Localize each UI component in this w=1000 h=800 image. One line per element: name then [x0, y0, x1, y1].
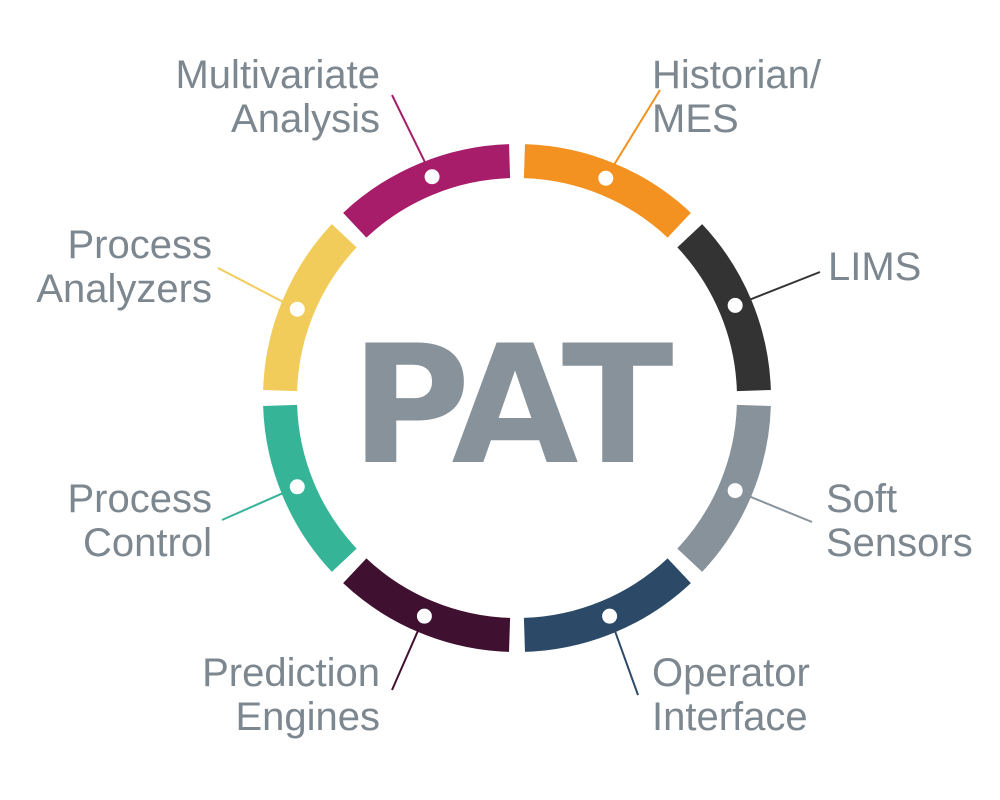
label-line: Operator	[652, 651, 810, 695]
connector-dot-process-analyzers	[286, 298, 308, 320]
ring-segment-lims	[677, 224, 771, 392]
connector-multivariate-analysis	[391, 94, 433, 178]
connector-process-control	[221, 485, 298, 521]
connector-prediction-engines	[391, 615, 426, 691]
label-line: MES	[652, 97, 739, 141]
connector-dot-prediction-engines	[413, 605, 435, 627]
label-line: Multivariate	[175, 53, 380, 97]
label-line: Prediction	[202, 651, 380, 695]
connector-dot-soft-sensors	[724, 480, 746, 502]
ring-segment-prediction-engines	[343, 558, 511, 652]
label-line: Process	[68, 477, 213, 521]
label-historian-mes: Historian/MES	[652, 53, 822, 141]
label-line: LIMS	[828, 245, 921, 289]
label-line: Interface	[652, 695, 808, 739]
connector-operator-interface	[608, 615, 639, 696]
connector-dot-multivariate-analysis	[421, 166, 443, 188]
label-line: Control	[83, 521, 212, 565]
label-line: Sensors	[826, 521, 973, 565]
connectors	[217, 89, 821, 696]
label-line: Soft	[826, 477, 897, 521]
label-line: Historian/	[652, 53, 822, 97]
connector-lims	[734, 271, 821, 307]
connector-dot-operator-interface	[599, 605, 621, 627]
center-label: PAT	[350, 310, 672, 501]
label-line: Engines	[235, 695, 380, 739]
label-line: Process	[68, 223, 213, 267]
connector-dot-lims	[724, 294, 746, 316]
connector-soft-sensors	[734, 489, 813, 523]
connector-process-analyzers	[217, 267, 298, 311]
label-line: Analyzers	[36, 267, 212, 311]
connector-dot-historian-mes	[595, 167, 617, 189]
connector-dot-process-control	[286, 476, 308, 498]
ring-segment-operator-interface	[523, 558, 691, 652]
ring-segment-soft-sensors	[677, 404, 771, 572]
label-lims: LIMS	[828, 245, 921, 289]
label-line: Analysis	[231, 97, 380, 141]
connector-historian-mes	[604, 89, 661, 179]
